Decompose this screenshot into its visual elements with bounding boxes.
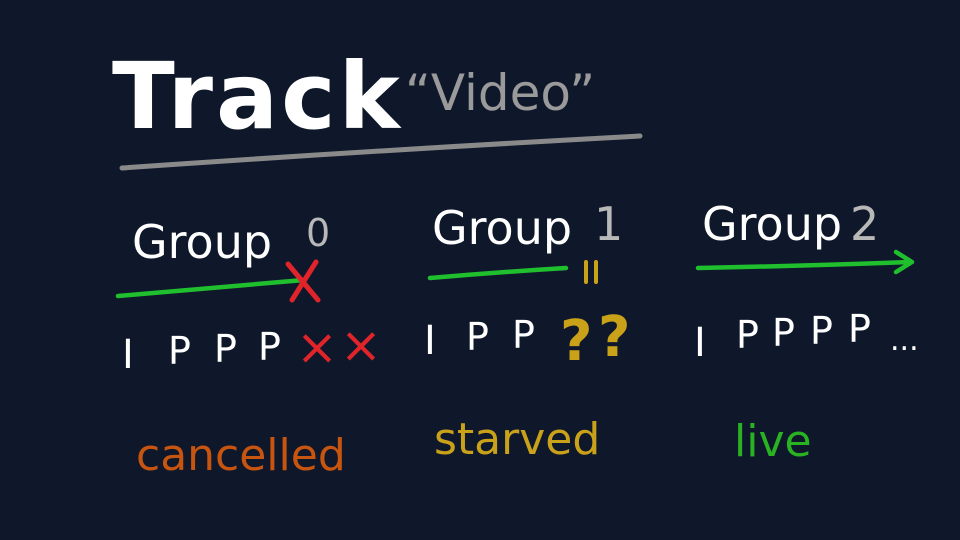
frame-p: P: [168, 329, 191, 373]
group-2-timeline-arrow: [695, 249, 915, 275]
group-0-cancel-cross: [285, 259, 321, 303]
frame-p: P: [466, 315, 489, 359]
title: Track: [112, 43, 403, 150]
frame-p: P: [258, 325, 281, 369]
frame-i: I: [122, 332, 134, 378]
dropped-frame-mark: ×: [296, 318, 338, 376]
group-0-timeline: [115, 277, 307, 299]
group-1-number: 1: [594, 197, 623, 251]
group-1-frames: I P P: [424, 313, 535, 364]
missing-frame-mark: ?: [598, 305, 630, 370]
frame-p: P: [810, 309, 833, 353]
group-0-dropped-frames: × ×: [296, 316, 382, 376]
group-1-label: Group: [432, 201, 572, 255]
dropped-frame-mark: ×: [340, 316, 382, 374]
group-1: Group 1 I P P ? ? starved: [424, 197, 630, 465]
group-2-frames: I P P P P: [694, 307, 871, 366]
group-0-number: 0: [306, 211, 330, 255]
frame-p: P: [214, 327, 237, 371]
group-1-missing-frames: ? ?: [560, 305, 630, 374]
group-0-label: Group: [132, 215, 272, 269]
frame-i: I: [424, 318, 436, 364]
frame-p: P: [512, 313, 535, 357]
subtitle: “Video”: [405, 64, 595, 122]
group-2-continuation: ...: [890, 323, 919, 358]
frame-p: P: [736, 313, 759, 357]
group-0-status: cancelled: [136, 430, 346, 481]
group-1-timeline: [427, 265, 569, 281]
missing-frame-mark: ?: [560, 309, 592, 374]
group-2-number: 2: [850, 197, 879, 251]
group-2: Group 2 I P P P P ... live: [694, 197, 919, 467]
group-0: Group 0 I P P P × × cancelled: [115, 211, 382, 481]
group-1-status: starved: [434, 414, 600, 465]
group-2-label: Group: [702, 197, 842, 251]
title-underline: [119, 133, 643, 171]
frame-p: P: [848, 307, 871, 351]
frame-i: I: [694, 320, 706, 366]
group-1-pause-mark: [584, 260, 598, 284]
group-2-status: live: [734, 416, 812, 467]
frame-p: P: [772, 311, 795, 355]
group-0-frames: I P P P: [122, 325, 281, 378]
